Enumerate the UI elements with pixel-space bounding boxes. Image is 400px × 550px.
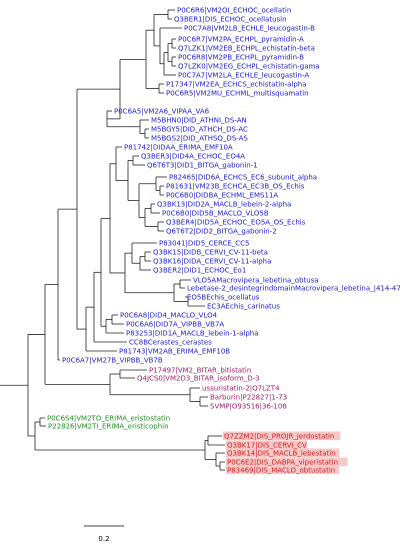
- leaf-label: P0C6B0|DIDBA_ECHML_EMS11A: [166, 192, 278, 200]
- leaf-label: P0C6S4|VM2TO_ERIMA_eristostatin: [47, 415, 170, 423]
- leaf-label: P17347|VM2EA_ECHCS_echistatin-alpha: [166, 81, 307, 89]
- leaf-label: Barburin|P22827|1-73: [210, 394, 287, 402]
- leaf-label: P0C6B0|DID5B_MACLO_VLO5B: [162, 210, 269, 218]
- highlight-boxes: [223, 431, 348, 475]
- leaf-label: M5BHN0|DID_ATHNI_DS-AN: [151, 117, 247, 125]
- leaf-label: CC8BCerastes_cerastes: [129, 339, 212, 347]
- leaf-label: P81631|VM23B_ECHCA_EC3B_OS_Echis: [166, 183, 305, 191]
- leaf-label: P0C7A7|VM2LA_ECHLE_leucogastin-A: [178, 72, 309, 80]
- label-highlight-box: [226, 465, 340, 475]
- leaf-label: Lebetase-2_desintegrindomainMacrovipera_…: [187, 285, 400, 293]
- leaf-label: Q6T6T3|DID1_BITGA_gabonin-1: [147, 162, 258, 170]
- leaf-label: M5BGY5|DID_ATHCH_DS-AC: [151, 126, 248, 134]
- leaf-label: Q3BER4|DID5A_ECHOC_EO5A_OS_Echis: [166, 219, 306, 227]
- leaf-label: M5BGS2|DID_ATHSQ_DS-AS: [151, 135, 248, 143]
- leaf-label: Q6T6T2|DID2_BITGA_gabonin-2: [166, 228, 277, 236]
- leaf-label: EO5BEchis_ocellatus: [187, 294, 260, 302]
- leaf-label: SVMP|O93516|36-108: [210, 403, 287, 411]
- leaf-label: EC3AEchis_carinatus: [207, 303, 280, 311]
- leaf-label: P0C7A8|VM2LB_ECHLE_leucogastin-B: [184, 25, 315, 33]
- label-highlight-box: [223, 431, 341, 441]
- leaf-label: P0C6A6|DID7A_VIPBB_VB7A: [126, 321, 224, 329]
- leaf-label: P82465|DID6A_ECHCS_EC6_subunit_alpha: [169, 174, 317, 182]
- leaf-label: P83469|DIS_MACLO_obtustatin: [227, 467, 335, 475]
- leaf-label: Q3BER1|DIS_ECHOC_ocellatusin: [174, 16, 287, 24]
- leaf-label: P81743|VM2AB_ERIMA_EMF10B: [119, 348, 230, 356]
- scale-bar-label: 0.2: [98, 535, 109, 543]
- leaf-label: P0C6R6|VM2OI_ECHOC_ocellatin: [177, 7, 291, 15]
- leaf-label: P0C6E2|DIS_DABPA_viperistatin: [227, 459, 338, 467]
- leaf-label: Q3BK15|DIDB_CERVI_CV-11-beta: [153, 249, 268, 257]
- leaf-label: Q7LZK1|VM2EB_ECHPL_echistatin-beta: [178, 45, 315, 53]
- leaf-label: P17497|VM2_BITAR_bitistatin: [149, 367, 251, 375]
- leaf-label: P81742|DIDAA_ERIMA_EMF10A: [124, 144, 233, 152]
- label-highlight-box: [226, 457, 348, 467]
- leaf-label: Q3BER2|DID1_ECHOC_Eo1: [153, 267, 246, 275]
- leaf-labels: P0C6R6|VM2OI_ECHOC_ocellatinQ3BER1|DIS_E…: [47, 7, 400, 475]
- leaf-label: Q7LZK0|VM2EG_ECHPL_echistatin-gama: [178, 63, 320, 71]
- leaf-label: Q3BK16|DIDA_CERVI_CV-11-alpha: [153, 258, 271, 266]
- leaf-label: ussuristatin-2|Q7LZT4: [202, 385, 280, 393]
- leaf-label: Q7ZZM2|DIS_PROJR_jerdostatin: [224, 433, 334, 441]
- leaf-label: P0C6A5|VM2A6_VIPAA_VA6: [114, 108, 210, 116]
- leaf-label: P0C6R5|VM2MU_ECHML_multisquamatin: [166, 90, 309, 98]
- leaf-label: P83041|DID5_CERCE_CC5: [159, 240, 250, 248]
- leaf-label: P0C6R7|VM2PA_ECHPL_pyramidin-A: [178, 36, 304, 44]
- leaf-label: Q3BK13|DID2A_MACLB_lebein-2-alpha: [157, 201, 291, 209]
- label-highlight-box: [226, 440, 307, 450]
- leaf-label: Q4JCS0|VM2D3_BITAR_isoform_D-3: [137, 375, 260, 383]
- scale-bar: 0.2: [84, 525, 124, 543]
- label-highlight-box: [226, 448, 340, 458]
- leaf-label: Q3BK14|DIS_MACLB_lebestatin: [227, 450, 336, 458]
- leaf-label: VLO5AMacrovipera_lebetina_obtusa: [193, 277, 319, 285]
- leaf-label: P0C6A8|DID4_MACLO_VLO4: [120, 312, 218, 320]
- leaf-label: Q3BK17|DIS_CERVI_CV: [227, 442, 307, 450]
- leaf-label: Q3BER3|DID4A_ECHOC_EO4A: [141, 153, 245, 161]
- tree-branches: [0, 9, 225, 471]
- leaf-label: P22826|VM2TI_ERIMA_eristicophin: [48, 423, 169, 431]
- leaf-label: P83253|DID1A_MACLB_lebein-1-alpha: [126, 330, 259, 338]
- leaf-label: P0C6A7|VM27B_VIPBB_VB7B: [62, 357, 163, 365]
- leaf-label: P0C6R8|VM2PB_ECHPL_pyramidin-B: [178, 54, 304, 62]
